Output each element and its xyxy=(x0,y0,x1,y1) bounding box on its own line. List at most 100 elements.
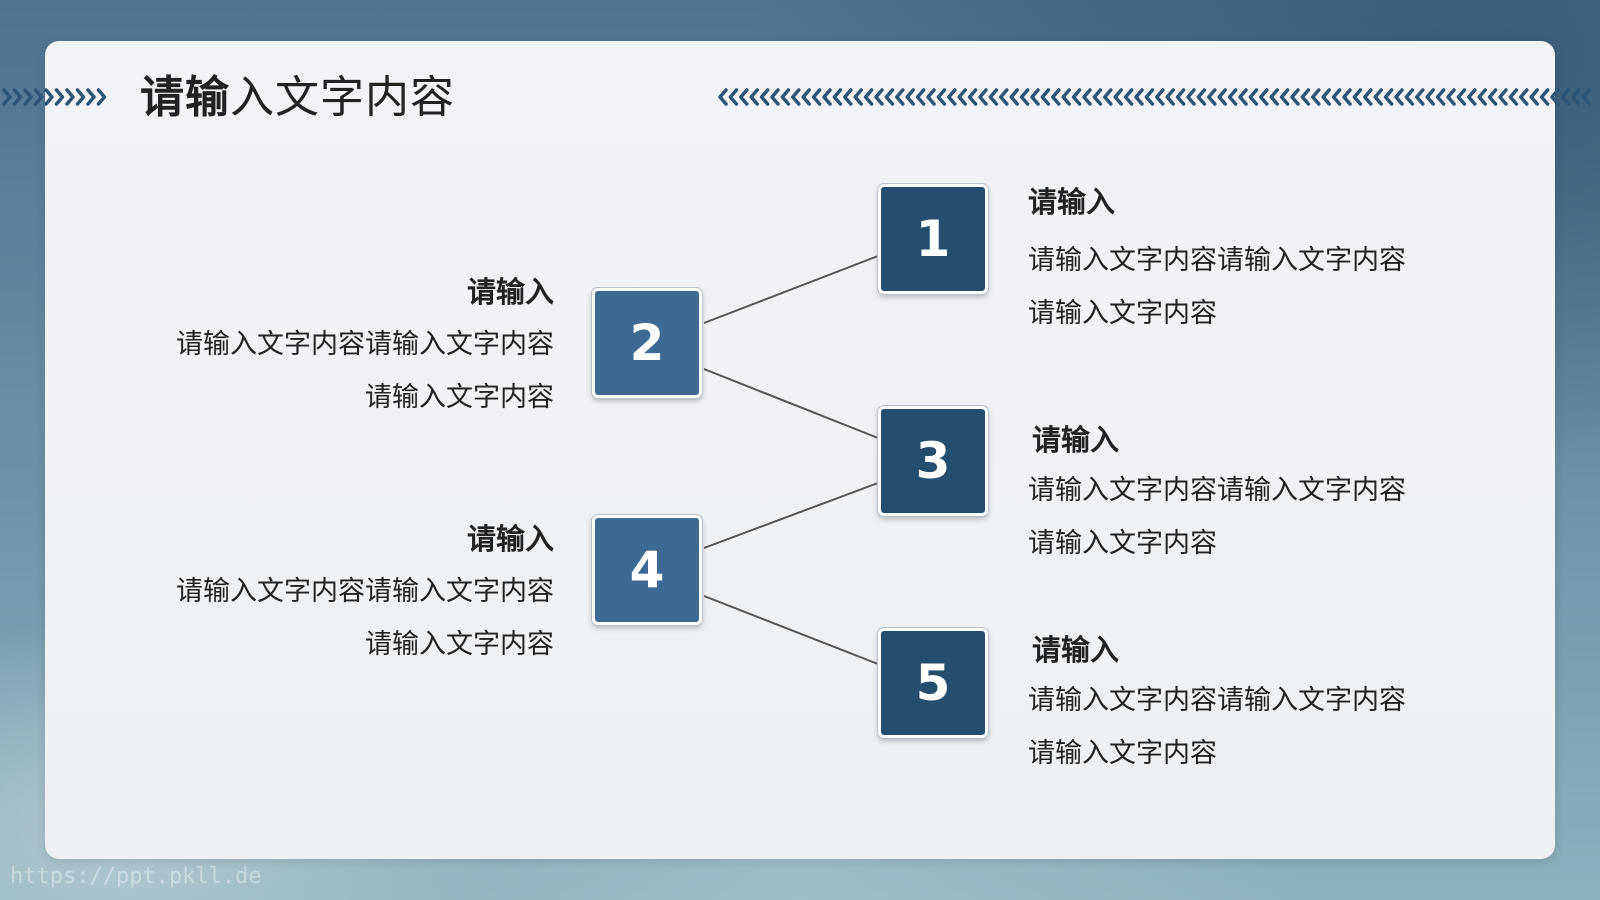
chevron-left-icon xyxy=(1352,88,1363,106)
chevron-left-icon xyxy=(1415,88,1425,106)
text-block-5-body: 请输入文字内容请输入文字内容 请输入文字内容 xyxy=(1028,674,1406,780)
node-box-3: 3 xyxy=(878,406,988,516)
chevron-left-icon xyxy=(1238,88,1248,106)
text-block-4: 请输入 请输入文字内容请输入文字内容 请输入文字内容 xyxy=(176,519,554,671)
text-block-2: 请输入 请输入文字内容请输入文字内容 请输入文字内容 xyxy=(176,272,554,424)
text-block-1-line1: 请输入文字内容请输入文字内容 xyxy=(1028,245,1406,276)
text-block-1-heading: 请输入 xyxy=(1028,185,1116,219)
chevron-left-icon xyxy=(1092,88,1103,106)
chevron-left-icon xyxy=(1030,88,1040,106)
chevron-left-icon xyxy=(759,88,770,106)
chevron-left-icon xyxy=(1259,88,1269,106)
chevron-left-icon xyxy=(947,88,957,106)
chevron-left-icon xyxy=(1227,88,1238,106)
node-box-2: 2 xyxy=(592,288,702,398)
chevron-left-icon xyxy=(1040,88,1051,106)
chevron-left-icon xyxy=(1373,88,1383,106)
chevron-left-icon xyxy=(957,88,967,106)
text-block-5-heading: 请输入 xyxy=(1032,633,1120,667)
text-block-3: 请输入 请输入文字内容请输入文字内容 请输入文字内容 xyxy=(1028,420,1406,570)
chevron-decoration-right xyxy=(718,88,1591,106)
chevron-left-icon xyxy=(1051,88,1061,106)
chevron-left-icon xyxy=(749,88,759,106)
chevron-left-icon xyxy=(1019,88,1030,106)
chevron-left-icon xyxy=(1456,88,1467,106)
chevron-left-icon xyxy=(822,88,832,106)
chevron-left-icon xyxy=(770,88,780,106)
chevron-left-icon xyxy=(832,88,843,106)
chevron-left-icon xyxy=(978,88,988,106)
chevron-left-icon xyxy=(728,88,739,106)
chevron-left-icon xyxy=(1175,88,1186,106)
chevron-left-icon xyxy=(1009,88,1019,106)
text-block-4-line1: 请输入文字内容请输入文字内容 xyxy=(176,576,554,607)
text-block-5: 请输入 请输入文字内容请输入文字内容 请输入文字内容 xyxy=(1028,630,1406,780)
chevron-left-icon xyxy=(1217,88,1227,106)
text-block-1-body: 请输入文字内容请输入文字内容 请输入文字内容 xyxy=(1028,234,1406,340)
chevron-left-icon xyxy=(1134,88,1144,106)
chevron-left-icon xyxy=(1331,88,1342,106)
chevron-left-icon xyxy=(1290,88,1300,106)
text-block-3-body: 请输入文字内容请输入文字内容 请输入文字内容 xyxy=(1028,464,1406,570)
watermark-url: https://ppt.pkll.de xyxy=(10,864,262,889)
slide-card xyxy=(45,41,1555,859)
text-block-4-heading: 请输入 xyxy=(466,522,554,556)
chevron-left-icon xyxy=(1571,88,1581,106)
chevron-left-icon xyxy=(1529,88,1539,106)
chevron-left-icon xyxy=(1155,88,1165,106)
chevron-left-icon xyxy=(1498,88,1508,106)
chevron-left-icon xyxy=(895,88,905,106)
text-block-1-line2: 请输入文字内容 xyxy=(1028,298,1217,329)
text-block-2-line1: 请输入文字内容请输入文字内容 xyxy=(176,329,554,360)
chevron-left-icon xyxy=(780,88,791,106)
text-block-1: 请输入 请输入文字内容请输入文字内容 请输入文字内容 xyxy=(1028,182,1406,340)
chevron-left-icon xyxy=(1061,88,1071,106)
text-block-2-heading: 请输入 xyxy=(466,275,554,309)
chevron-left-icon xyxy=(843,88,853,106)
chevron-right-icon xyxy=(54,88,65,106)
chevron-left-icon xyxy=(1103,88,1113,106)
chevron-left-icon xyxy=(1467,88,1477,106)
text-block-3-line1: 请输入文字内容请输入文字内容 xyxy=(1028,475,1406,506)
chevron-left-icon xyxy=(1248,88,1259,106)
chevron-left-icon xyxy=(999,88,1009,106)
chevron-left-icon xyxy=(1311,88,1321,106)
chevron-left-icon xyxy=(863,88,874,106)
chevron-left-icon xyxy=(1560,88,1571,106)
text-block-4-line2: 请输入文字内容 xyxy=(365,629,554,660)
chevron-left-icon xyxy=(1508,88,1519,106)
chevron-left-icon xyxy=(874,88,884,106)
page-title-light: 入文字内容 xyxy=(230,72,455,123)
chevron-left-icon xyxy=(926,88,936,106)
chevron-left-icon xyxy=(1519,88,1529,106)
chevron-left-icon xyxy=(1207,88,1217,106)
chevron-left-icon xyxy=(1446,88,1456,106)
chevron-left-icon xyxy=(1581,88,1591,106)
chevron-left-icon xyxy=(1186,88,1196,106)
chevron-right-icon xyxy=(33,88,44,106)
text-block-2-body: 请输入文字内容请输入文字内容 请输入文字内容 xyxy=(176,318,554,424)
chevron-right-icon xyxy=(12,88,23,106)
chevron-left-icon xyxy=(1425,88,1435,106)
chevron-left-icon xyxy=(1196,88,1207,106)
chevron-right-icon xyxy=(2,88,12,106)
chevron-left-icon xyxy=(1123,88,1134,106)
chevron-left-icon xyxy=(936,88,947,106)
chevron-right-icon xyxy=(65,88,75,106)
text-block-2-line2: 请输入文字内容 xyxy=(365,382,554,413)
chevron-left-icon xyxy=(791,88,801,106)
chevron-left-icon xyxy=(1383,88,1394,106)
chevron-right-icon xyxy=(44,88,54,106)
chevron-left-icon xyxy=(1082,88,1092,106)
chevron-left-icon xyxy=(905,88,915,106)
chevron-left-icon xyxy=(1539,88,1550,106)
chevron-left-icon xyxy=(1487,88,1498,106)
chevron-left-icon xyxy=(1550,88,1560,106)
chevron-left-icon xyxy=(1435,88,1446,106)
chevron-right-icon xyxy=(86,88,96,106)
chevron-left-icon xyxy=(1071,88,1082,106)
chevron-right-icon xyxy=(96,88,107,106)
chevron-left-icon xyxy=(1342,88,1352,106)
chevron-right-icon xyxy=(23,88,33,106)
chevron-left-icon xyxy=(1165,88,1175,106)
